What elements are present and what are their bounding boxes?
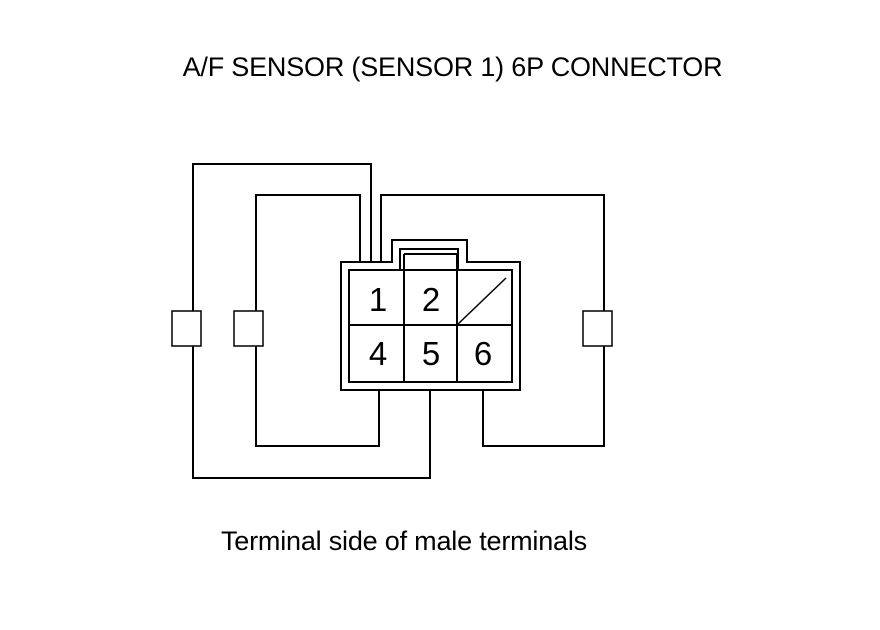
terminal-box-left <box>233 310 264 347</box>
pin-label-6: 6 <box>474 335 492 372</box>
empty-cavity-slash <box>456 277 507 326</box>
connector-body-outer <box>340 239 521 391</box>
pin-label-5: 5 <box>422 335 440 372</box>
terminal-box-far-left <box>171 310 202 347</box>
pin-label-1: 1 <box>369 281 387 318</box>
terminal-box-right <box>582 310 613 347</box>
diagram-caption: Terminal side of male terminals <box>221 526 587 556</box>
pin-label-4: 4 <box>369 335 387 372</box>
pin-label-2: 2 <box>422 281 440 318</box>
cavity-grid <box>348 253 513 383</box>
diagram-title: A/F SENSOR (SENSOR 1) 6P CONNECTOR <box>182 52 723 82</box>
